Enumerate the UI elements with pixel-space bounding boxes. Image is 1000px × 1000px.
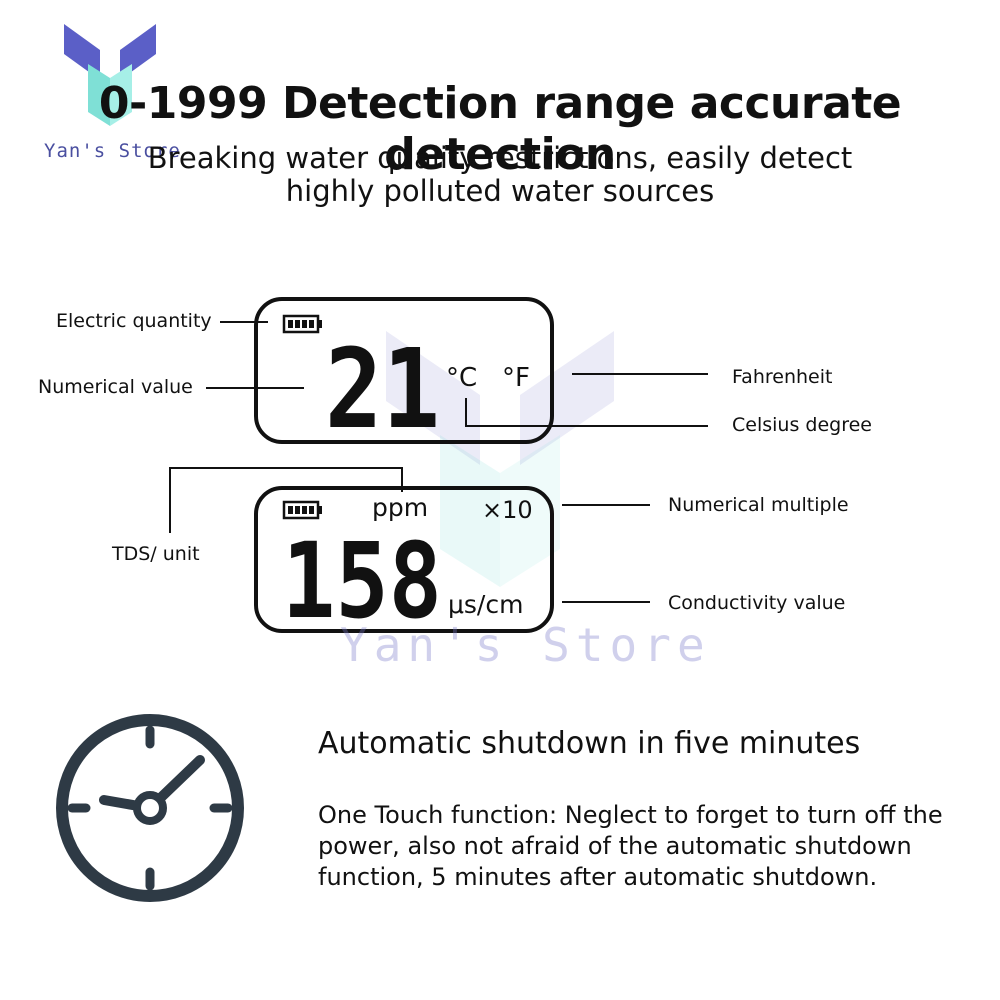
watermark-text: Yan's Store [340, 618, 711, 672]
subtitle-line-1: Breaking water quality restrictions, eas… [147, 141, 853, 175]
multiplier-text: ×10 [482, 496, 533, 524]
ppm-unit: ppm [372, 493, 428, 522]
callout-fahrenheit: Fahrenheit [732, 366, 833, 388]
callout-numerical-multiple: Numerical multiple [668, 494, 849, 516]
bottom-display-frame [254, 486, 554, 633]
page-subtitle: Breaking water quality restrictions, eas… [0, 142, 1000, 208]
callout-numerical-value: Numerical value [38, 376, 193, 398]
battery-full-icon [282, 500, 322, 520]
callout-electric-quantity: Electric quantity [56, 310, 212, 332]
callout-celsius: Celsius degree [732, 414, 872, 436]
subtitle-line-2: highly polluted water sources [285, 174, 715, 208]
feature-description: One Touch function: Neglect to forget to… [318, 801, 943, 891]
store-logo-icon [64, 24, 156, 126]
lcd-diagram: 21 °C °F ppm ×10 158 μs/cm [169, 297, 708, 642]
battery-full-icon [282, 314, 322, 334]
callout-tds-unit: TDS/ unit [112, 543, 200, 565]
fahrenheit-symbol: °F [502, 363, 530, 393]
feature-heading: Automatic shutdown in five minutes [318, 726, 861, 761]
store-name-label: Yan's Store [44, 140, 181, 162]
bottom-display-value: 158 [282, 520, 442, 642]
clock-icon [56, 714, 244, 902]
page-title: 0-1999 Detection range accurate detectio… [98, 78, 902, 180]
watermark-logo-icon [386, 331, 614, 587]
top-display-frame [254, 297, 554, 444]
celsius-symbol: °C [446, 363, 477, 393]
callout-conductivity-value: Conductivity value [668, 592, 846, 614]
conductivity-unit: μs/cm [448, 590, 523, 619]
top-display-value: 21 [325, 325, 440, 453]
